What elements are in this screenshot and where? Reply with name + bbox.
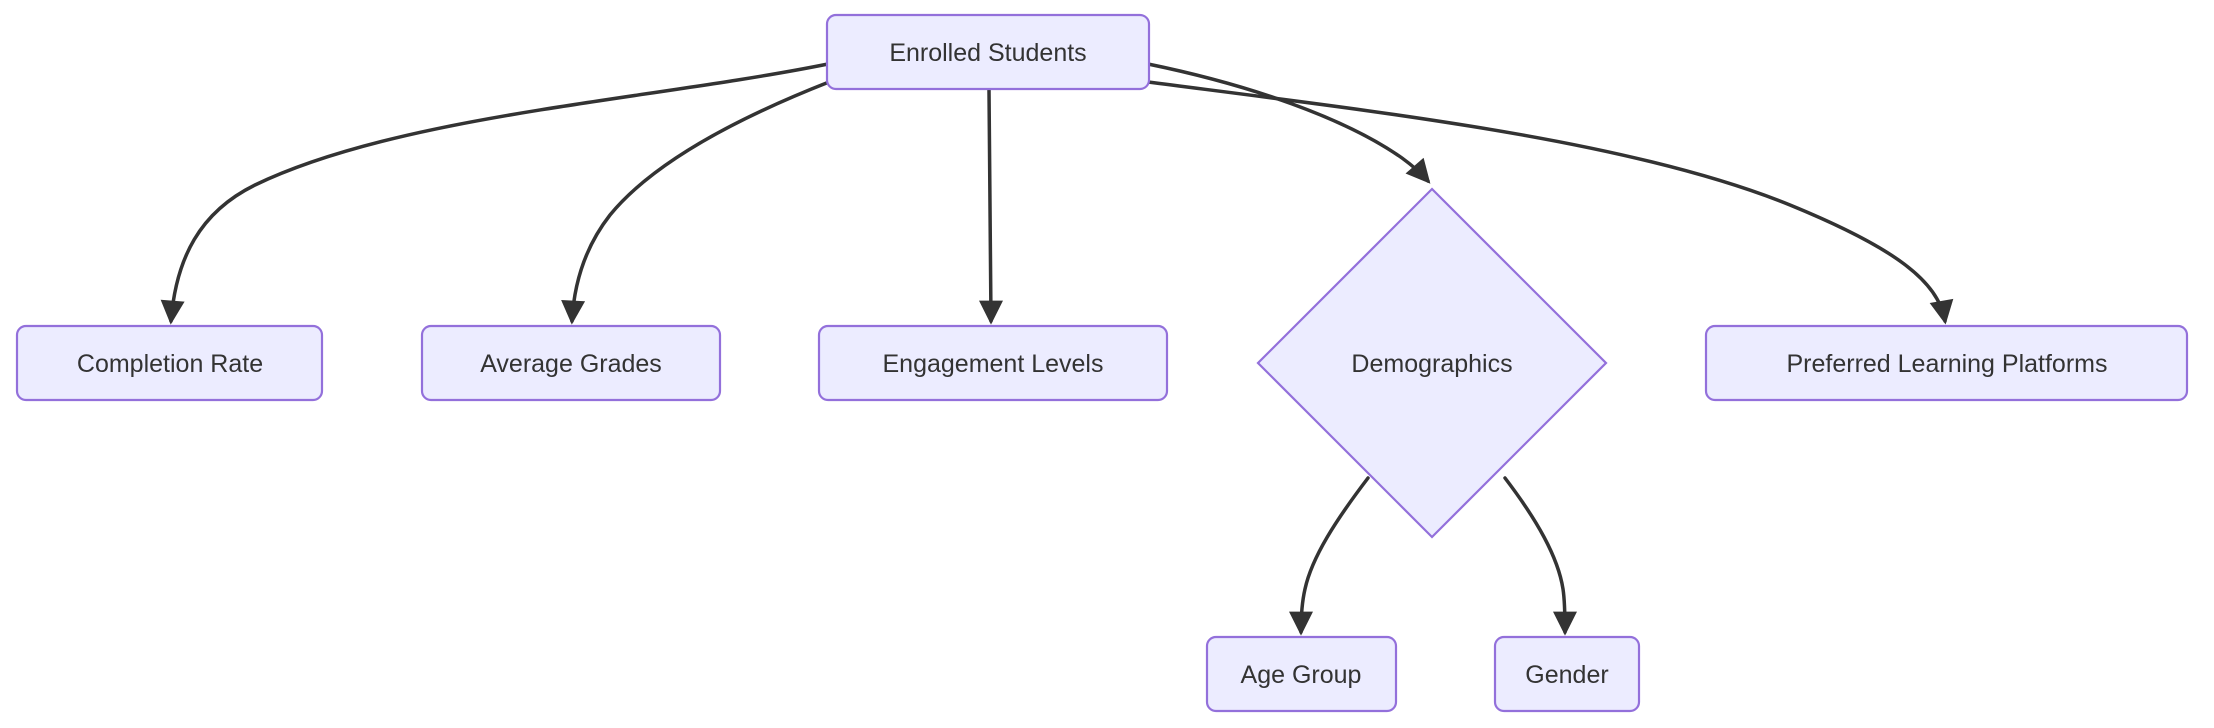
node-completion-rate-box: [15, 324, 324, 402]
node-age-group-label: Age Group: [1241, 661, 1362, 689]
node-gender-box: [1493, 635, 1641, 713]
edge-enrolled-students-to-demographics: [1146, 62, 1431, 184]
edge-enrolled-students-to-preferred-learning-platforms: [1146, 80, 1954, 325]
node-enrolled-students-label: Enrolled Students: [889, 39, 1086, 67]
node-engagement-levels-label: Engagement Levels: [883, 350, 1104, 378]
node-age-group: Age Group: [1205, 635, 1398, 713]
node-engagement-levels-box: [817, 324, 1169, 402]
node-gender-label: Gender: [1525, 661, 1608, 689]
node-average-grades-label: Average Grades: [480, 350, 662, 378]
edge-demographics-to-gender: [1503, 476, 1577, 636]
edge-enrolled-students-to-average-grades: [561, 80, 831, 325]
node-enrolled-students: Enrolled Students: [825, 13, 1151, 91]
node-completion-rate: Completion Rate: [15, 324, 324, 402]
edge-group: [160, 62, 1954, 636]
node-average-grades: Average Grades: [420, 324, 722, 402]
node-demographics-label: Demographics: [1351, 350, 1512, 378]
node-demographics: Demographics: [1256, 187, 1608, 539]
node-completion-rate-label: Completion Rate: [77, 350, 263, 378]
node-age-group-box: [1205, 635, 1398, 713]
node-preferred-learning-platforms-box: [1704, 324, 2189, 402]
node-preferred-learning-platforms: Preferred Learning Platforms: [1704, 324, 2189, 402]
edge-enrolled-students-to-completion-rate: [160, 62, 830, 325]
node-demographics-diamond: [1256, 187, 1608, 539]
node-preferred-learning-platforms-label: Preferred Learning Platforms: [1787, 350, 2108, 378]
node-gender: Gender: [1493, 635, 1641, 713]
node-average-grades-box: [420, 324, 722, 402]
edge-enrolled-students-to-engagement-levels: [978, 88, 1003, 325]
edge-demographics-to-age-group: [1289, 476, 1370, 636]
node-enrolled-students-box: [825, 13, 1151, 91]
node-engagement-levels: Engagement Levels: [817, 324, 1169, 402]
